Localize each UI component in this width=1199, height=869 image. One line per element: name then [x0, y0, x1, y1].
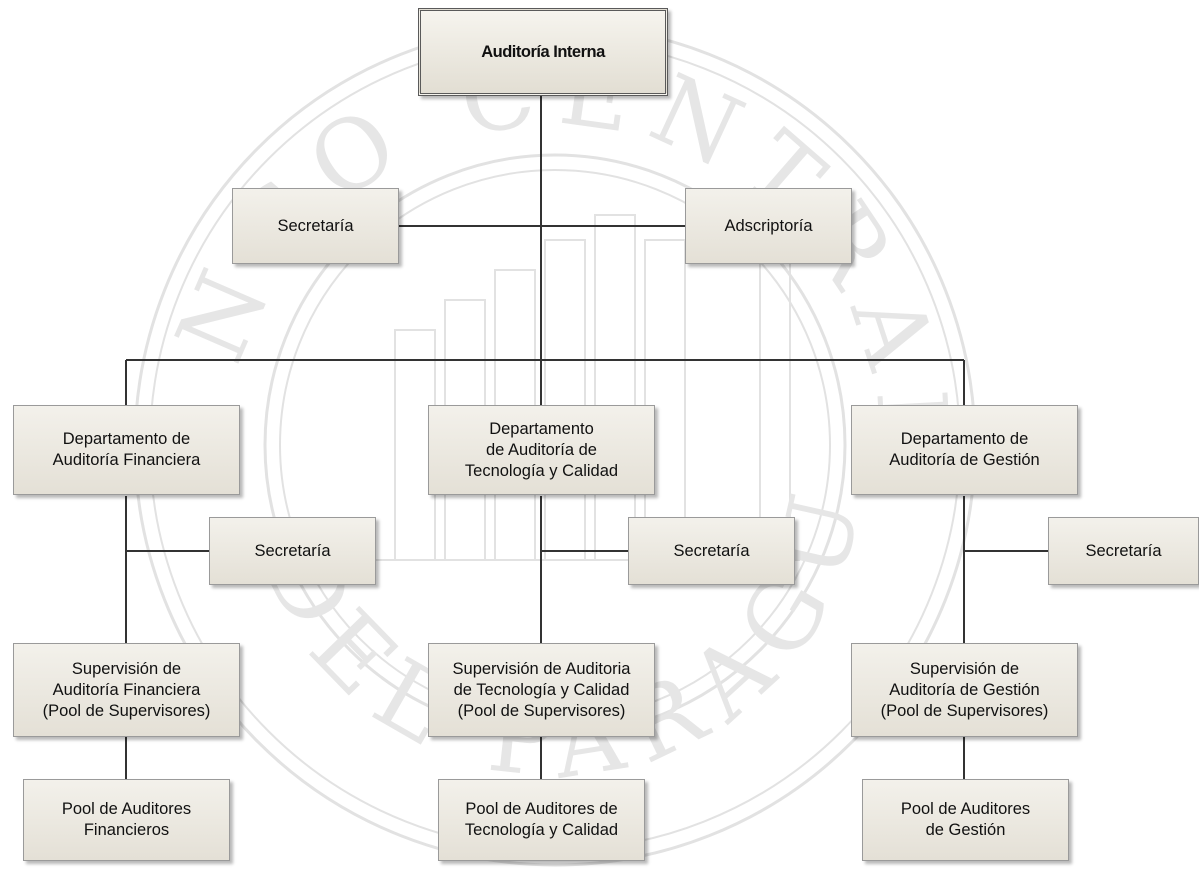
- auditor-pool-node-gestion: Pool de Auditores de Gestión: [862, 779, 1069, 861]
- adscriptoria-label: Adscriptoría: [724, 216, 813, 235]
- secretary-node-financiera: Secretaría: [209, 517, 376, 585]
- department-label: Departamento de Auditoría de Tecnología …: [464, 419, 619, 480]
- secretary-label: Secretaría: [1085, 541, 1162, 560]
- adscriptoria-node: Adscriptoría: [685, 188, 852, 264]
- auditor-pool-node-financiera: Pool de Auditores Financieros: [23, 779, 230, 861]
- department-node-financiera: Departamento de Auditoría Financiera: [13, 405, 240, 495]
- department-node-gestion: Departamento de Auditoría de Gestión: [851, 405, 1078, 495]
- supervision-label: Supervisión de Auditoría Financiera (Poo…: [42, 659, 211, 720]
- department-label: Departamento de Auditoría Financiera: [52, 430, 201, 469]
- auditor-pool-label: Pool de Auditores Financieros: [61, 800, 192, 839]
- secretary-node-gestion: Secretaría: [1048, 517, 1199, 585]
- secretary-label: Secretaría: [254, 541, 331, 560]
- auditoria-interna-label: Auditoría Interna: [481, 42, 605, 61]
- supervision-node-gestion: Supervisión de Auditoría de Gestión (Poo…: [851, 643, 1078, 737]
- supervision-node-financiera: Supervisión de Auditoría Financiera (Poo…: [13, 643, 240, 737]
- auditor-pool-node-tecnologia: Pool de Auditores de Tecnología y Calida…: [438, 779, 645, 861]
- department-label: Departamento de Auditoría de Gestión: [889, 430, 1040, 469]
- supervision-label: Supervisión de Auditoría de Gestión (Poo…: [880, 659, 1049, 720]
- auditoria-interna-node: Auditoría Interna: [418, 8, 668, 96]
- secretary-label: Secretaría: [673, 541, 750, 560]
- auditor-pool-label: Pool de Auditores de Tecnología y Calida…: [464, 800, 619, 839]
- supervision-label: Supervisión de Auditoria de Tecnología y…: [452, 659, 631, 720]
- secretary-node-tecnologia: Secretaría: [628, 517, 795, 585]
- auditor-pool-label: Pool de Auditores de Gestión: [900, 800, 1031, 839]
- department-node-tecnologia: Departamento de Auditoría de Tecnología …: [428, 405, 655, 495]
- supervision-node-tecnologia: Supervisión de Auditoria de Tecnología y…: [428, 643, 655, 737]
- secretaria-staff-node: Secretaría: [232, 188, 399, 264]
- secretaria-staff-label: Secretaría: [277, 216, 354, 235]
